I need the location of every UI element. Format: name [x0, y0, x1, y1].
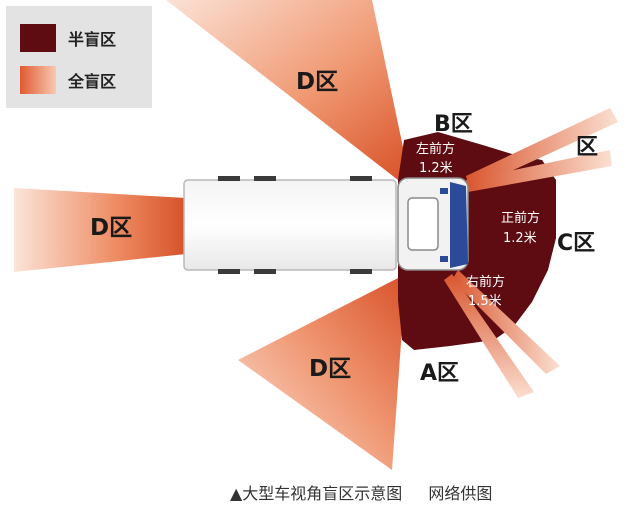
d-zone-left-wedge [14, 188, 186, 272]
c-zone-label: C区 [557, 231, 595, 256]
truck-wheel [254, 269, 276, 274]
figure-caption: ▲大型车视角盲区示意图 网络供图 [230, 480, 620, 504]
ray-right [466, 150, 612, 192]
d-zone-top-label: D区 [296, 69, 338, 95]
caption-source: 网络供图 [428, 484, 493, 503]
d-zone-top-wedge [166, 0, 404, 180]
left-front-distance: 1.2米 [419, 161, 453, 176]
truck-mirror [440, 256, 448, 262]
legend-item-half-blind: 半盲区 [20, 24, 116, 52]
legend-item-full-blind: 全盲区 [20, 66, 116, 94]
d-zone-bottom-wedge [238, 278, 404, 470]
right-front-label: 右前方 [466, 274, 505, 290]
truck-wheel [254, 176, 276, 181]
truck-wheel [218, 269, 240, 274]
d-zone-bottom-label: D区 [309, 356, 351, 382]
truck-wheel [350, 269, 372, 274]
front-label: 正前方 [501, 210, 540, 226]
full-blind-swatch [20, 66, 56, 94]
full-blind-label: 全盲区 [68, 72, 117, 91]
ray-down-right [444, 274, 534, 398]
a-zone-label: A区 [420, 361, 459, 386]
truck-cargo-body [183, 179, 397, 271]
front-distance: 1.2米 [503, 231, 537, 246]
truck-wheel [218, 176, 240, 181]
ray-upper-right [466, 108, 618, 190]
ray-lower-right [452, 270, 560, 374]
truck-mirror [440, 188, 448, 194]
half-blind-label: 半盲区 [68, 30, 117, 49]
caption-title: ▲大型车视角盲区示意图 [230, 484, 403, 503]
b-zone-label: B区 [434, 112, 473, 137]
truck-wheel [350, 176, 372, 181]
truck-windshield [450, 182, 468, 268]
half-blind-swatch [20, 24, 56, 52]
right-top-zone-label: 区 [576, 135, 598, 160]
d-zone-left-label: D区 [90, 215, 132, 241]
right-front-distance: 1.5米 [468, 294, 502, 309]
legend: 半盲区 全盲区 [6, 6, 152, 108]
truck-cab-roof [407, 197, 439, 251]
left-front-label: 左前方 [416, 141, 455, 157]
